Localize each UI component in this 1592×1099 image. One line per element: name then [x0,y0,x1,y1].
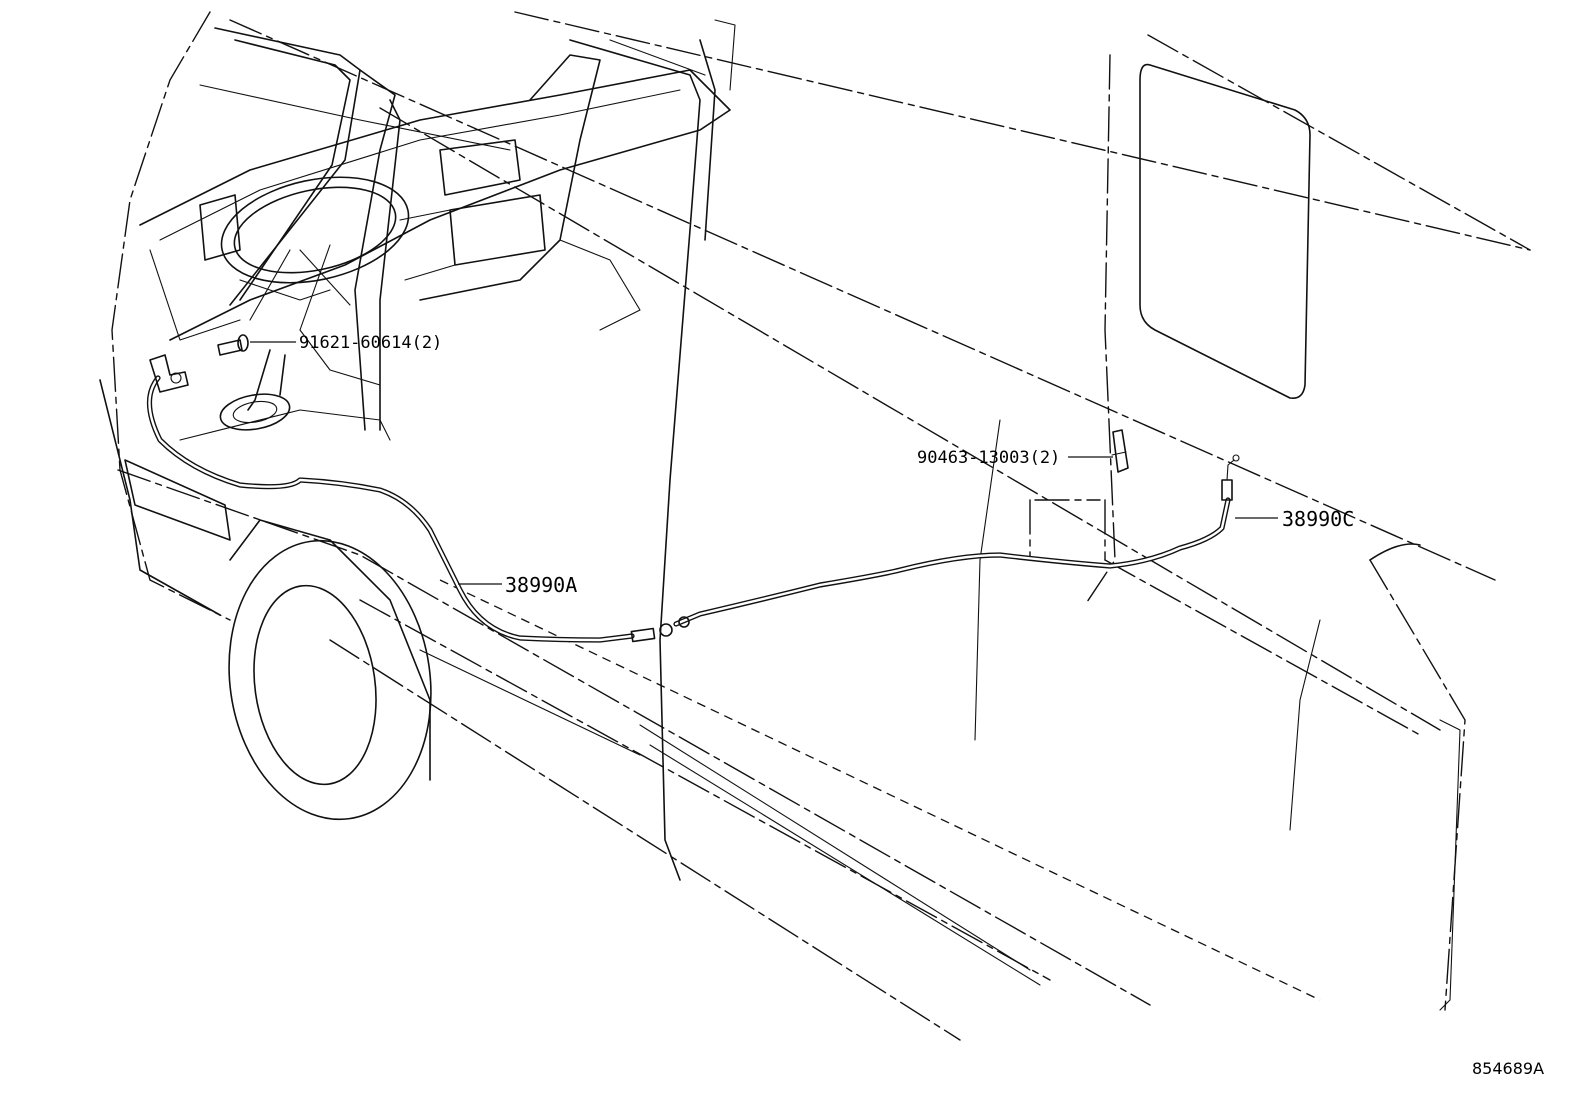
cable-clamp-icon [1111,429,1129,473]
callout-bolt-91621: 91621-60614(2) [299,333,442,353]
diagram-reference-code: 854689A [1472,1059,1545,1078]
callout-cable-38990c: 38990C [1282,507,1354,531]
callout-clamp-90463: 90463-13003(2) [917,448,1060,468]
front-wheel [228,519,432,821]
leader-lines [250,341,1278,585]
bolt-icon [217,334,249,356]
cable-38990c [673,454,1240,628]
rear-side-window [974,63,1461,1011]
phantom-body-lines [111,11,1531,1041]
rocker-panels [419,649,1041,986]
door-pillar [99,19,736,881]
cab-interior [139,27,731,441]
release-lever-bracket [149,354,189,393]
cable-38990a [146,375,673,643]
callout-cable-38990a: 38990A [505,573,577,597]
